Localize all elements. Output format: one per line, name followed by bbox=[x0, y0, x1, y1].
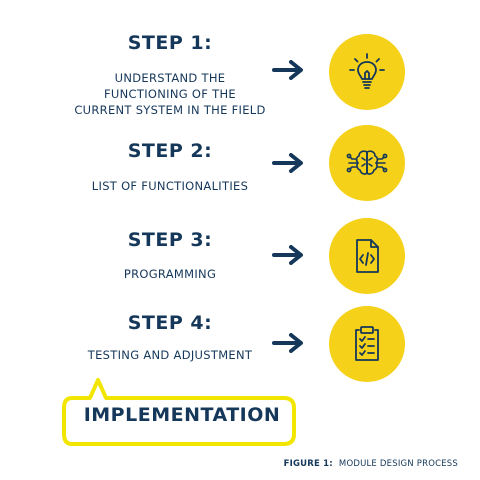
step-1-icon-circle bbox=[329, 34, 405, 110]
step-1-desc-line-1: UNDERSTAND THE bbox=[114, 71, 226, 85]
arrow-right-icon bbox=[272, 333, 303, 353]
figure-caption: FIGURE 1: MODULE DESIGN PROCESS bbox=[284, 459, 458, 469]
lightbulb-icon bbox=[349, 53, 385, 89]
step-4-desc-line-1: TESTING AND ADJUSTMENT bbox=[87, 348, 253, 362]
brain-circuit-icon bbox=[346, 150, 388, 175]
arrow-right-icon bbox=[272, 60, 303, 80]
step-3-desc-line-1: PROGRAMMING bbox=[123, 267, 217, 281]
step-1-description: UNDERSTAND THE FUNCTIONING OF THE CURREN… bbox=[40, 70, 300, 118]
step-2-icon-circle bbox=[329, 125, 405, 201]
arrow-right-icon bbox=[272, 245, 303, 265]
step-1-desc-line-2: FUNCTIONING OF THE bbox=[104, 87, 236, 101]
implementation-label: IMPLEMENTATION bbox=[83, 404, 281, 426]
step-4-title: STEP 4: bbox=[127, 312, 213, 334]
implementation-outline bbox=[62, 378, 296, 446]
step-1-desc-line-3: CURRENT SYSTEM IN THE FIELD bbox=[74, 103, 266, 117]
step-2-title: STEP 2: bbox=[127, 140, 213, 162]
step-2-desc-line-1: LIST OF FUNCTIONALITIES bbox=[91, 179, 249, 193]
step-3-description: PROGRAMMING bbox=[40, 266, 300, 282]
step-4-description: TESTING AND ADJUSTMENT bbox=[40, 347, 300, 363]
figure-caption-label: FIGURE 1: bbox=[283, 459, 333, 469]
code-file-icon bbox=[356, 239, 379, 273]
arrow-right-icon bbox=[272, 153, 303, 173]
step-2-description: LIST OF FUNCTIONALITIES bbox=[40, 178, 300, 194]
step-3-title: STEP 3: bbox=[127, 229, 213, 251]
step-1-title: STEP 1: bbox=[127, 32, 213, 54]
step-4-icon-circle bbox=[329, 306, 405, 382]
clipboard-checklist-icon bbox=[355, 326, 379, 361]
step-3-icon-circle bbox=[329, 218, 405, 294]
figure-caption-text: MODULE DESIGN PROCESS bbox=[338, 459, 458, 469]
